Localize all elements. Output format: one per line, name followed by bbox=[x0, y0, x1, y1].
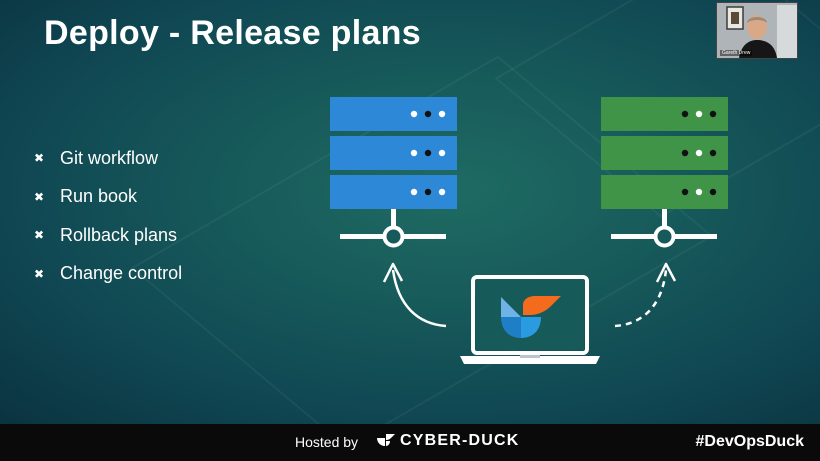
bullet-item: ✖ Rollback plans bbox=[34, 216, 182, 255]
footer-bar: Hosted by CYBER-DUCK #DevOpsDuck bbox=[0, 424, 820, 461]
bullet-x-icon: ✖ bbox=[34, 189, 45, 204]
hosted-by-label: Hosted by bbox=[295, 434, 359, 450]
cyber-duck-logo-icon bbox=[501, 296, 561, 338]
deployment-diagram bbox=[330, 97, 728, 364]
bullet-label: Run book bbox=[60, 186, 138, 207]
slide-title: Deploy - Release plans bbox=[44, 14, 421, 52]
bullet-label: Change control bbox=[60, 263, 183, 284]
deploy-arrow-solid-icon bbox=[382, 262, 447, 328]
hashtag-label: #DevOpsDuck bbox=[695, 433, 805, 450]
bullet-x-icon: ✖ bbox=[34, 151, 45, 166]
participant-name: Gareth Drew bbox=[720, 50, 753, 56]
bullet-x-icon: ✖ bbox=[34, 228, 45, 243]
slide-canvas: Deploy - Release plans ✖ Git workflow ✖ … bbox=[0, 0, 820, 424]
bullet-item: ✖ Change control bbox=[34, 255, 182, 294]
bullet-label: Rollback plans bbox=[60, 224, 178, 245]
webcam-video-tile[interactable]: Gareth Drew bbox=[716, 2, 798, 59]
duck-logo-icon bbox=[377, 434, 395, 446]
bullet-item: ✖ Run book bbox=[34, 178, 182, 217]
bullet-item: ✖ Git workflow bbox=[34, 139, 182, 178]
green-server-stack-icon bbox=[601, 97, 728, 248]
participant-video-icon bbox=[717, 3, 797, 58]
brand-logo: CYBER-DUCK bbox=[376, 432, 520, 450]
deploy-arrow-dashed-icon bbox=[614, 262, 677, 328]
blue-server-stack-icon bbox=[330, 97, 457, 248]
bullet-x-icon: ✖ bbox=[34, 266, 45, 281]
bullet-label: Git workflow bbox=[60, 147, 159, 168]
brand-name: CYBER-DUCK bbox=[400, 432, 520, 449]
laptop-icon bbox=[460, 275, 600, 364]
bullet-list: ✖ Git workflow ✖ Run book ✖ Rollback pla… bbox=[34, 139, 182, 293]
